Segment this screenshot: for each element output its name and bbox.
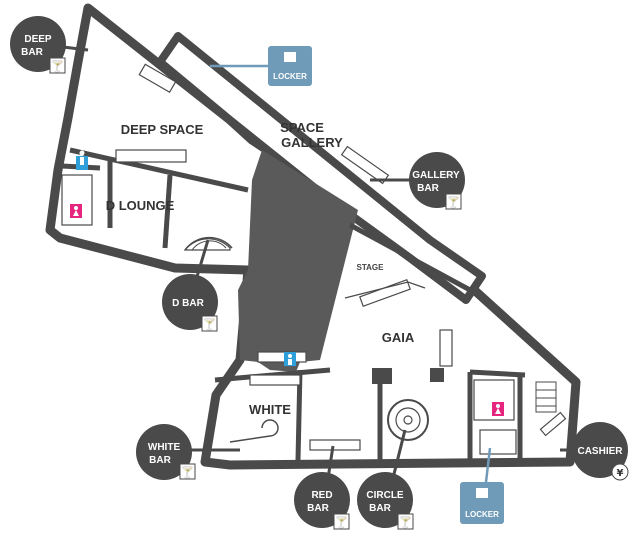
yen-icon: ¥ (617, 468, 624, 479)
locker-icon (476, 488, 488, 498)
d-bar-label: D BAR (172, 298, 204, 309)
d-bar-marker[interactable]: D BAR 🍸 (162, 239, 218, 332)
cocktail-icon: 🍸 (51, 59, 65, 73)
room-label-white: WHITE (249, 402, 291, 417)
cocktail-icon: 🍸 (181, 465, 195, 479)
circle-bar-label-line2: BAR (369, 503, 391, 514)
deep-bar-marker[interactable]: DEEP BAR 🍸 (10, 16, 89, 74)
locker-icon (284, 52, 296, 62)
room-label-space-gallery-line2: GALLERY (281, 135, 343, 150)
male-restroom-icon (284, 352, 296, 366)
room-label-space-gallery-line1: SPACE (280, 120, 324, 135)
female-restroom-icon (492, 402, 504, 416)
cashier-marker[interactable]: CASHIER ¥ (560, 422, 629, 481)
locker-top-label: LOCKER (273, 72, 307, 81)
gallery-bar-label-line1: GALLERY (412, 170, 460, 181)
locker-bottom-marker[interactable]: LOCKER (460, 447, 504, 524)
cocktail-icon: 🍸 (447, 195, 461, 209)
circle-bar-label-line1: CIRCLE (366, 490, 404, 501)
red-bar-label-line2: BAR (307, 503, 329, 514)
cocktail-icon: 🍸 (399, 515, 413, 529)
white-bar-label-line2: BAR (149, 455, 171, 466)
red-bar-marker[interactable]: RED BAR 🍸 (294, 445, 350, 530)
room-label-deep-space: DEEP SPACE (121, 122, 204, 137)
deep-bar-label-line2: BAR (21, 47, 43, 58)
room-label-stage: STAGE (357, 263, 385, 272)
circle-bar-marker[interactable]: CIRCLE BAR 🍸 (357, 429, 414, 530)
gallery-bar-marker[interactable]: GALLERY BAR 🍸 (370, 152, 465, 210)
white-bar-marker[interactable]: WHITE BAR 🍸 (136, 424, 240, 480)
red-bar-label-line1: RED (311, 490, 332, 501)
cashier-label: CASHIER (577, 446, 623, 457)
deep-bar-label-line1: DEEP (24, 34, 52, 45)
locker-top-marker[interactable]: LOCKER (210, 46, 312, 86)
locker-bottom-label: LOCKER (465, 510, 499, 519)
female-restroom-icon (70, 204, 82, 218)
male-restroom-icon (76, 150, 88, 170)
room-label-gaia: GAIA (382, 330, 415, 345)
room-label-d-lounge: D LOUNGE (106, 198, 175, 213)
cocktail-icon: 🍸 (203, 317, 217, 331)
gallery-bar-label-line2: BAR (417, 183, 439, 194)
central-core (238, 150, 358, 372)
cocktail-icon: 🍸 (335, 515, 349, 529)
white-bar-label-line1: WHITE (148, 442, 181, 453)
